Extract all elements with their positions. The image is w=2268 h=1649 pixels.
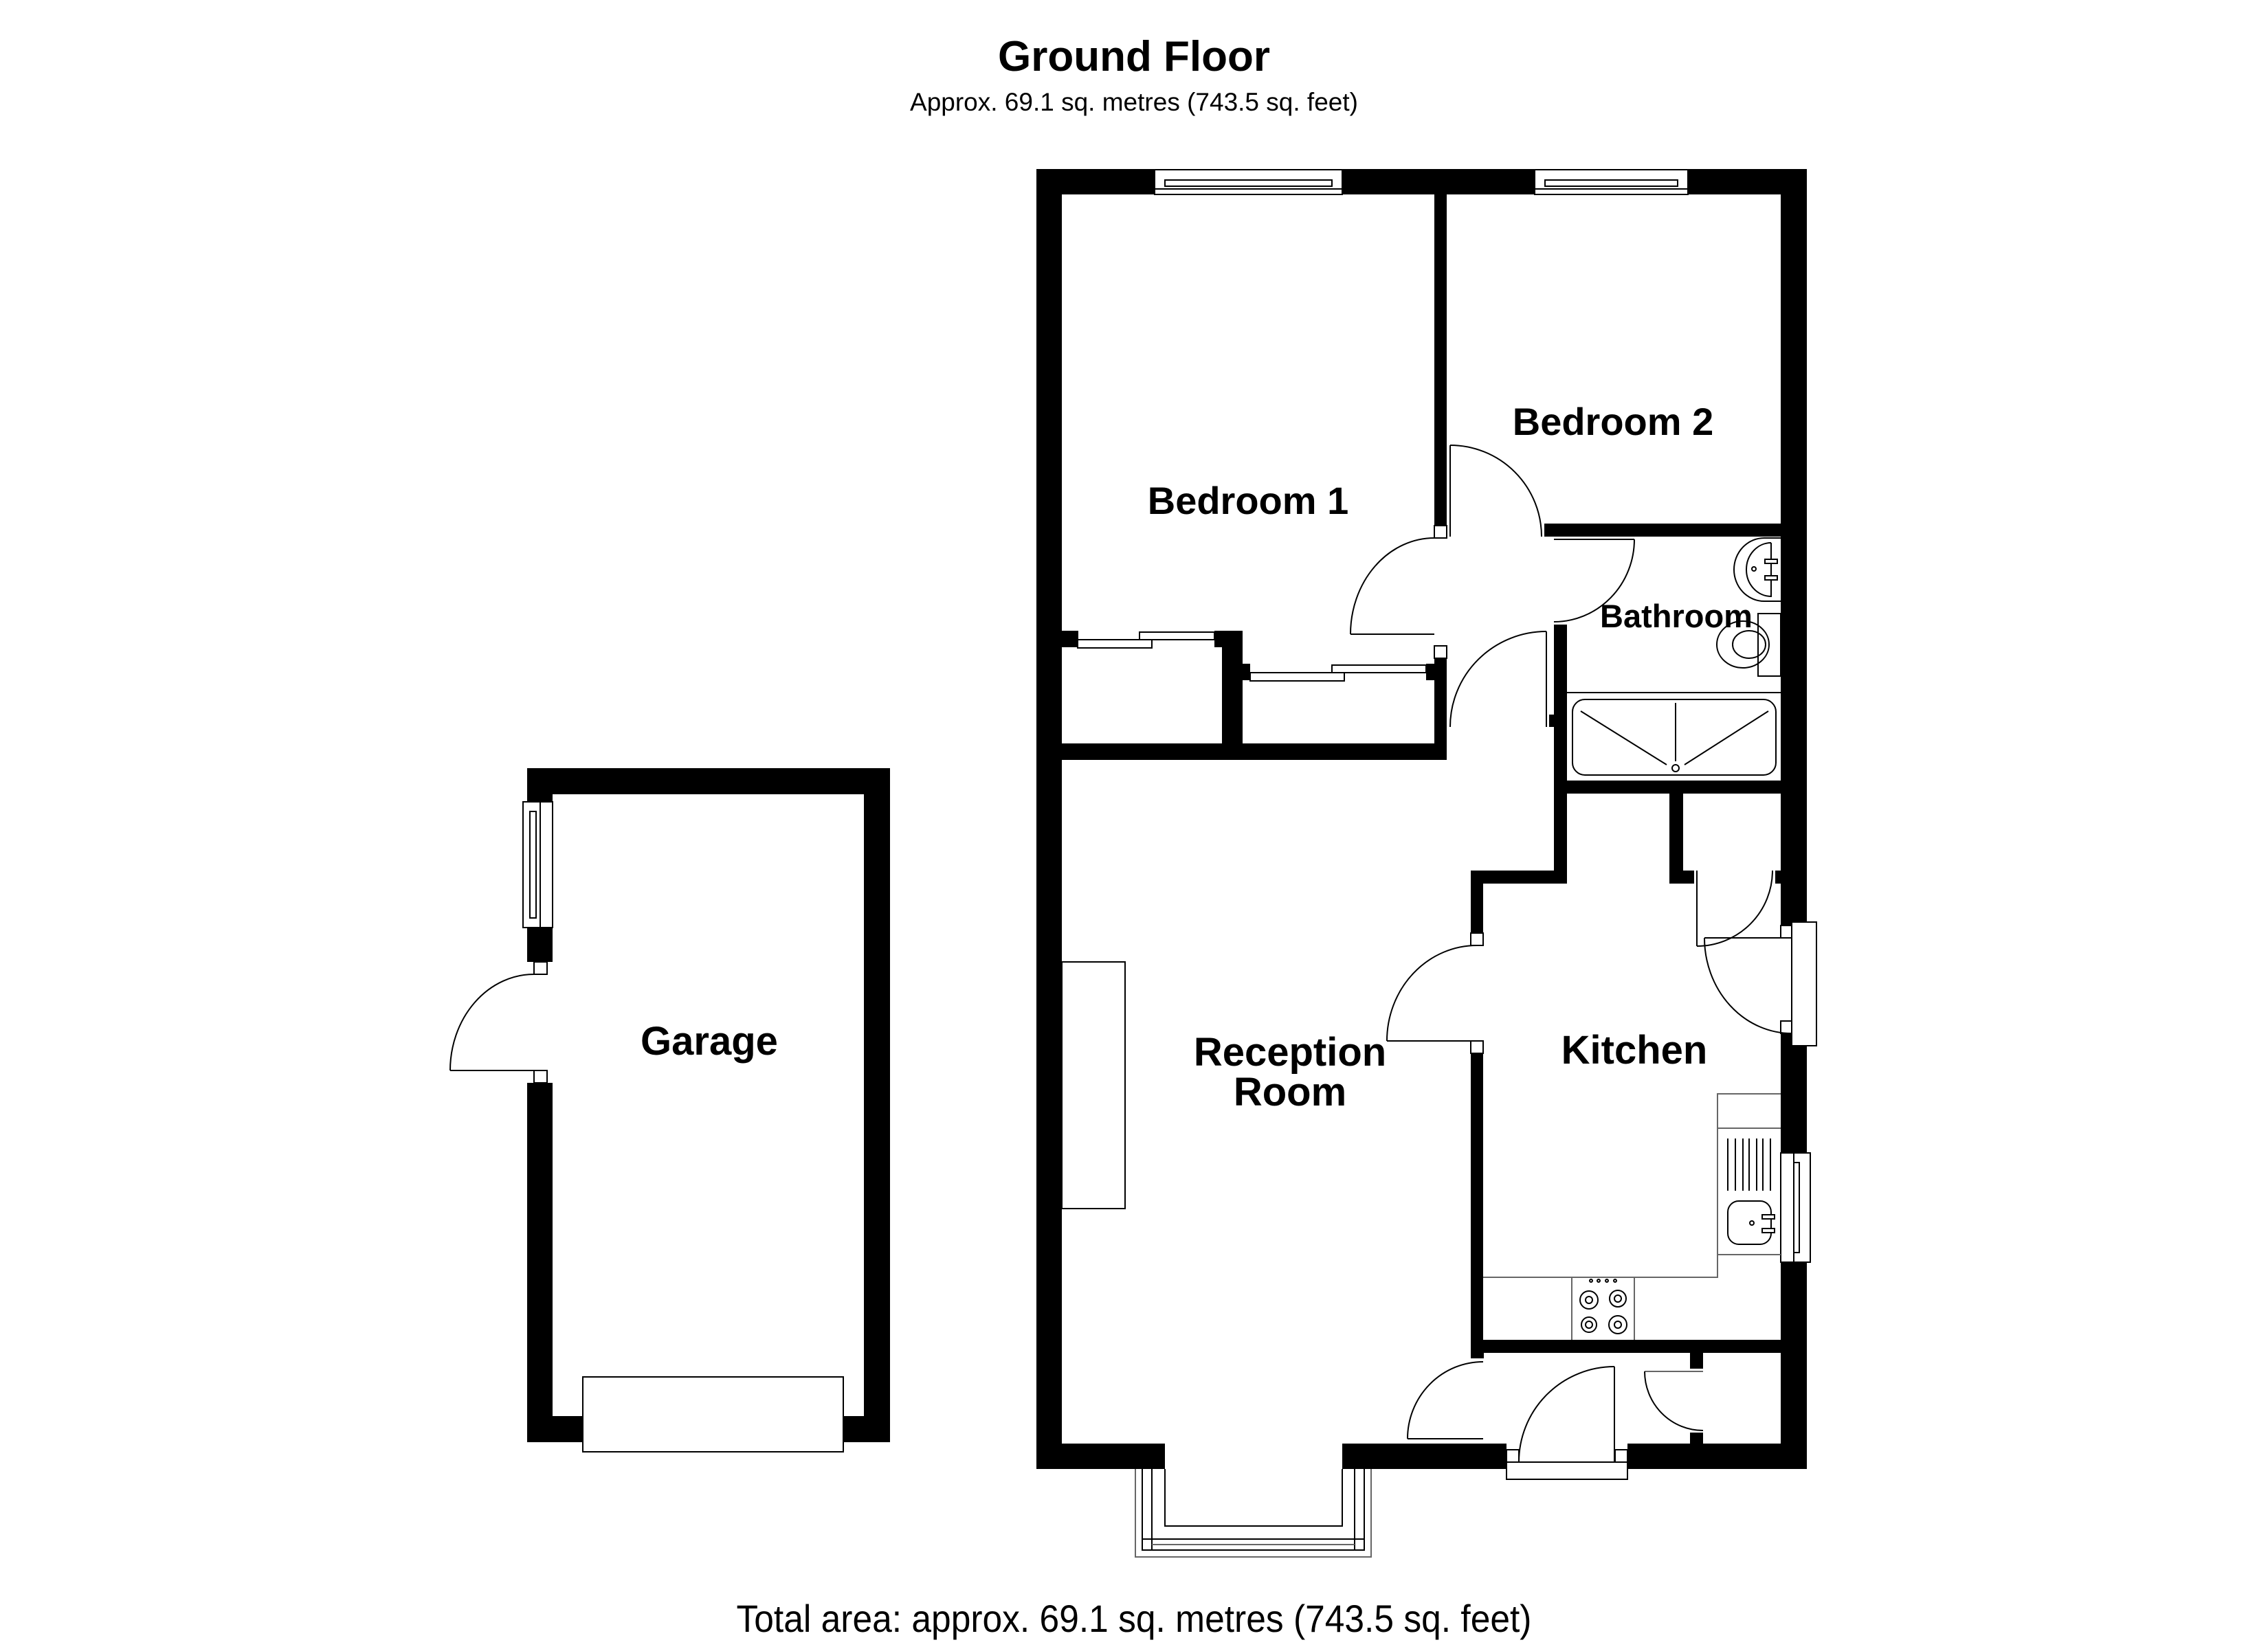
bathroom-door [1553, 539, 1635, 622]
main-building [1036, 169, 1817, 1558]
bedroom2-door [1449, 445, 1542, 537]
wall-kitchen-top [1471, 871, 1567, 884]
wall-bathroom-top [1544, 524, 1781, 537]
wall-bottom-mid [1342, 1444, 1507, 1469]
wall-cupboard-lower [1690, 1433, 1703, 1444]
room-label-bedroom1: Bedroom 1 [1148, 479, 1349, 522]
bathroom-bath [1567, 692, 1781, 776]
garage-wall-top [527, 768, 890, 794]
room-label-reception-line2: Room [1234, 1070, 1346, 1114]
wall-kitchen-left-lower [1471, 1053, 1483, 1358]
bedroom1-window [1154, 169, 1343, 195]
bedroom2-window [1534, 169, 1689, 195]
wall-wardrobe-bottom [1062, 743, 1447, 760]
room-label-garage: Garage [641, 1019, 778, 1064]
room-label-bedroom2: Bedroom 2 [1513, 400, 1714, 443]
bathroom-toilet [1716, 613, 1781, 677]
kitchen-door [1386, 945, 1478, 1042]
garage-window [522, 801, 553, 928]
garage-wall-bottom-left [527, 1416, 583, 1442]
wall-bath-bottom [1554, 781, 1781, 794]
garage-wall-left-top [527, 768, 553, 802]
floor-area-subtitle: Approx. 69.1 sq. metres (743.5 sq. feet) [910, 88, 1358, 116]
wall-kitchen-cupboard [1669, 794, 1683, 884]
wall-bottom-left [1036, 1444, 1165, 1469]
garage-wall-bottom-right [843, 1416, 890, 1442]
kitchen-back-door [1704, 921, 1817, 1046]
bay-window [1135, 1469, 1372, 1558]
kitchen-window [1780, 1152, 1811, 1263]
garage-wall-left-mid [527, 928, 553, 962]
room-label-reception-line1: Reception [1194, 1030, 1386, 1075]
reception-hall-door [1449, 631, 1547, 728]
front-door [1506, 1366, 1628, 1480]
room-label-kitchen: Kitchen [1561, 1028, 1708, 1073]
kitchen-cupboard-door [1696, 870, 1773, 947]
wall-left [1036, 169, 1062, 1469]
wall-right-lower [1781, 1262, 1807, 1469]
fireplace [1061, 961, 1126, 1209]
wall-bedroom-divider [1434, 194, 1447, 526]
wardrobes [1062, 631, 1447, 760]
hall-cupboard-door [1644, 1371, 1704, 1431]
kitchen-hob [1571, 1277, 1635, 1340]
total-area-footer: Total area: approx. 69.1 sq. metres (743… [736, 1597, 1532, 1640]
wall-bottom-right [1627, 1444, 1807, 1469]
wall-kitchen-left-upper [1471, 871, 1483, 933]
bathroom-basin [1733, 537, 1781, 602]
hall-door [1407, 1361, 1484, 1439]
wall-top-mid [1342, 169, 1535, 194]
wall-bathroom-left [1554, 625, 1567, 794]
wall-cupboard-upper [1690, 1353, 1703, 1369]
wall-kitchen-step [1554, 781, 1567, 884]
garage-building [449, 768, 890, 1452]
kitchen-sink [1727, 1138, 1775, 1245]
garage-door [582, 1376, 844, 1452]
garage-side-door [449, 961, 548, 1084]
room-label-bathroom: Bathroom [1600, 598, 1753, 634]
garage-wall-right [864, 768, 890, 1442]
wall-kitchen-bottom [1471, 1340, 1781, 1353]
kitchen-worktop [1483, 1093, 1781, 1278]
wall-right-mid [1781, 1033, 1807, 1153]
bedroom1-door [1350, 537, 1435, 635]
wall-right-upper [1781, 169, 1807, 926]
floor-title: Ground Floor [997, 33, 1271, 80]
garage-wall-left-lower [527, 1083, 553, 1442]
